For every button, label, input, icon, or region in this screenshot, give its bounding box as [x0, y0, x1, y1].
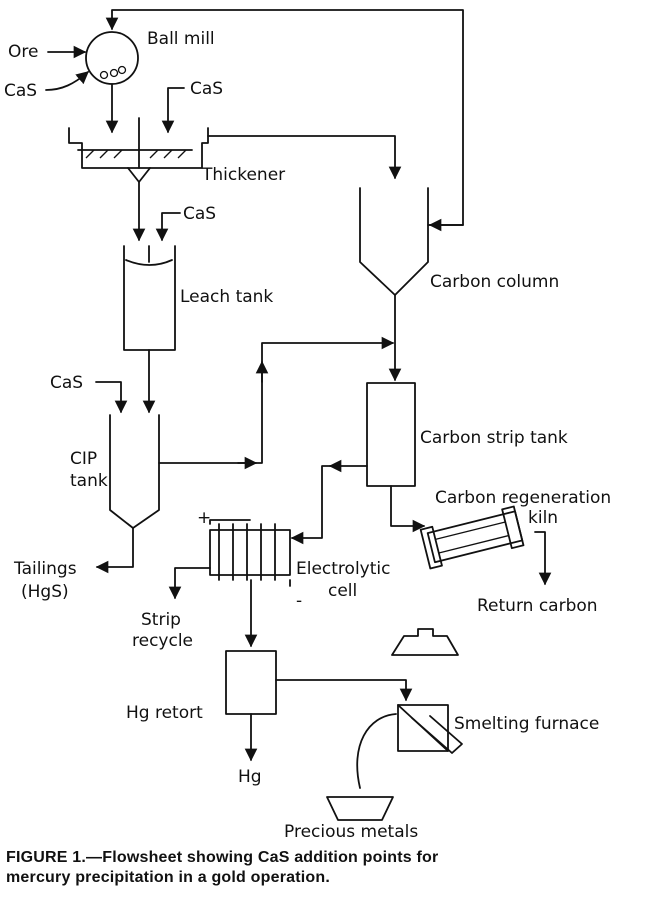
cell-to-strip-recycle-arrow [168, 567, 211, 600]
smelting-furnace [356, 704, 463, 789]
hg-label: Hg [238, 767, 262, 787]
cas-leach-feed-arrow [155, 212, 181, 242]
cas-ball-mill-label: CaS [4, 81, 37, 101]
cell-minus-sign: - [296, 591, 302, 611]
smelting-furnace-label: Smelting furnace [454, 714, 599, 734]
cip-label: CIP [70, 449, 97, 469]
precious-metals-label: Precious metals [284, 822, 418, 842]
hg-retort-label: Hg retort [126, 703, 203, 723]
electrolytic-label: Electrolytic [296, 559, 390, 579]
strip-to-kiln-arrow [390, 485, 426, 533]
ore-label: Ore [8, 42, 38, 62]
ball-mill [85, 31, 139, 85]
cas-ball-mill-feed-arrow [45, 71, 89, 91]
furnace-hood [391, 628, 459, 656]
thickener [68, 117, 209, 183]
cas-thickener-feed-arrow [161, 87, 185, 134]
cell-plus-sign: + [197, 508, 211, 528]
strip-label: Strip [141, 610, 181, 630]
ball-mill-label: Ball mill [147, 29, 215, 49]
cip-tank [109, 414, 160, 529]
tailings-label: Tailings [13, 559, 77, 579]
carbon-strip-tank [366, 382, 416, 487]
retort-to-furnace-arrow [275, 679, 413, 702]
thickener-label: Thickener [201, 165, 285, 185]
carbon-strip-tank-label: Carbon strip tank [420, 428, 568, 448]
caption-line-2: mercury precipitation in a gold operatio… [6, 869, 331, 886]
cip-to-tailings-arrow [95, 527, 134, 574]
recycle-label: recycle [132, 631, 193, 651]
electrolytic-cell [209, 519, 291, 587]
carbon-regeneration-label: Carbon regeneration [435, 488, 611, 508]
cas-cip-feed-arrow [95, 381, 128, 414]
cas-leach-label: CaS [183, 204, 216, 224]
kiln-label: kiln [528, 508, 558, 528]
cas-thickener-label: CaS [190, 79, 223, 99]
cip-to-strip-line [158, 336, 395, 464]
carbon-column [359, 187, 429, 296]
leach-tank-label: Leach tank [180, 287, 273, 307]
carbon-regeneration-kiln [419, 505, 525, 570]
return-carbon-label: Return carbon [477, 596, 598, 616]
kiln-to-return-carbon-arrow [534, 531, 552, 586]
hgs-label: (HgS) [21, 582, 69, 602]
strip-to-cell-arrow [290, 465, 368, 545]
cas-cip-label: CaS [50, 373, 83, 393]
figure-caption: FIGURE 1.—Flowsheet showing CaS addition… [6, 848, 646, 888]
tank-label: tank [70, 471, 108, 491]
precious-metals-mould [326, 796, 394, 821]
thickener-overflow-arrow [207, 135, 402, 180]
caption-line-1: FIGURE 1.—Flowsheet showing CaS addition… [6, 849, 439, 866]
cell-label: cell [328, 581, 357, 601]
leach-tank [123, 245, 176, 351]
carbon-column-label: Carbon column [430, 272, 559, 292]
hg-retort [225, 650, 277, 715]
